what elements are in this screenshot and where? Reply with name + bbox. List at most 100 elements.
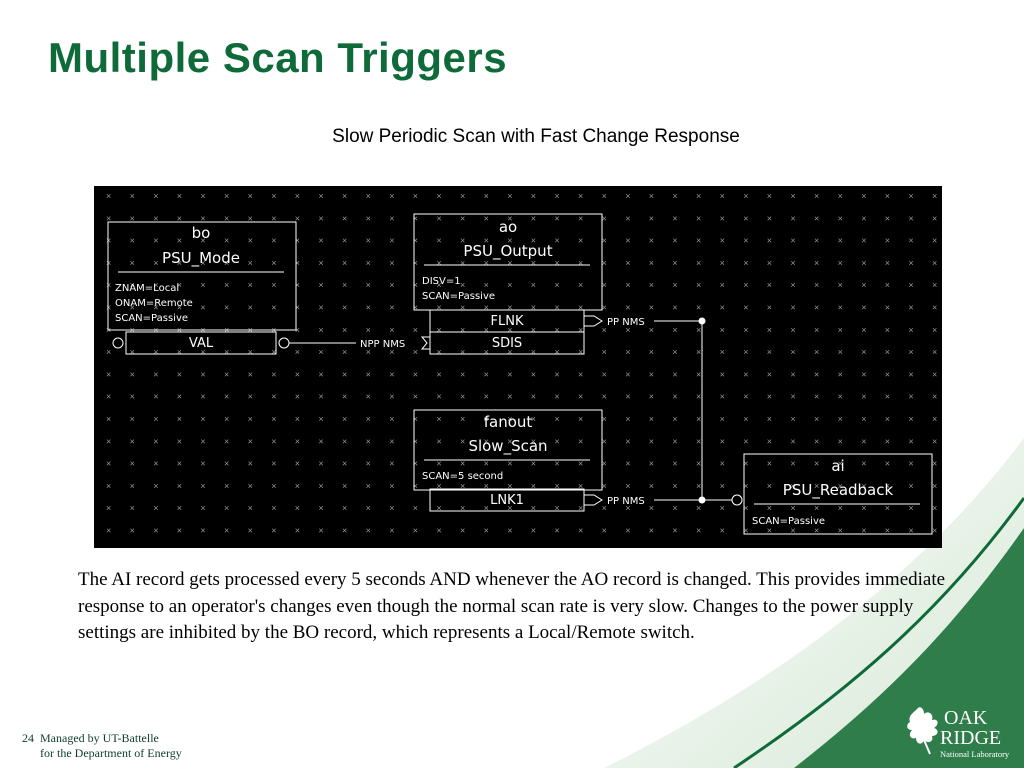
grid-dot: × xyxy=(271,481,276,491)
footer-line-1: Managed by UT-Battelle xyxy=(40,731,159,745)
grid-dot: × xyxy=(531,213,536,223)
grid-dot: × xyxy=(224,347,229,357)
grid-dot: × xyxy=(554,459,559,469)
grid-dot: × xyxy=(672,526,677,536)
grid-dot: × xyxy=(838,280,843,290)
grid-dot: × xyxy=(436,414,441,424)
grid-dot: × xyxy=(177,303,182,313)
grid-dot: × xyxy=(885,414,890,424)
grid-dot: × xyxy=(861,392,866,402)
grid-dot: × xyxy=(908,258,913,268)
grid-dot: × xyxy=(932,459,937,469)
grid-dot: × xyxy=(224,414,229,424)
grid-dot: × xyxy=(885,436,890,446)
grid-dot: × xyxy=(649,481,654,491)
grid-dot: × xyxy=(767,258,772,268)
grid-dot: × xyxy=(720,436,725,446)
grid-dot: × xyxy=(436,280,441,290)
grid-dot: × xyxy=(224,258,229,268)
grid-dot: × xyxy=(389,303,394,313)
grid-dot: × xyxy=(248,503,253,513)
grid-dot: × xyxy=(460,503,465,513)
grid-dot: × xyxy=(932,258,937,268)
grid-dot: × xyxy=(743,191,748,201)
grid-dot: × xyxy=(908,459,913,469)
logo-line-3: National Laboratory xyxy=(940,749,1010,759)
grid-dot: × xyxy=(814,369,819,379)
grid-dot: × xyxy=(200,213,205,223)
oak-leaf-icon xyxy=(907,707,938,755)
grid-dot: × xyxy=(436,526,441,536)
grid-dot: × xyxy=(885,347,890,357)
grid-dot: × xyxy=(885,236,890,246)
grid-dot: × xyxy=(271,191,276,201)
grid-dot: × xyxy=(271,526,276,536)
grid-dot: × xyxy=(554,526,559,536)
grid-dot: × xyxy=(696,392,701,402)
grid-dot: × xyxy=(720,347,725,357)
record-bo-field: SCAN=Passive xyxy=(115,313,188,324)
grid-dot: × xyxy=(790,213,795,223)
grid-dot: × xyxy=(767,436,772,446)
grid-dot: × xyxy=(130,191,135,201)
grid-dot: × xyxy=(602,481,607,491)
grid-dot: × xyxy=(814,191,819,201)
grid-dot: × xyxy=(318,280,323,290)
grid-dot: × xyxy=(861,369,866,379)
record-ai-field: SCAN=Passive xyxy=(752,516,825,527)
grid-dot: × xyxy=(153,436,158,446)
grid-dot: × xyxy=(861,213,866,223)
grid-dot: × xyxy=(106,414,111,424)
grid-dot: × xyxy=(200,459,205,469)
grid-dot: × xyxy=(672,369,677,379)
grid-dot: × xyxy=(908,436,913,446)
grid-dot: × xyxy=(743,236,748,246)
grid-dot: × xyxy=(507,191,512,201)
record-fanout[interactable]: fanout Slow_Scan SCAN=5 second LNK1 xyxy=(413,409,603,512)
grid-dot: × xyxy=(153,526,158,536)
grid-dot: × xyxy=(366,392,371,402)
grid-dot: × xyxy=(838,503,843,513)
grid-dot: × xyxy=(814,347,819,357)
grid-dot: × xyxy=(625,414,630,424)
grid-dot: × xyxy=(484,303,489,313)
grid-dot: × xyxy=(342,280,347,290)
grid-dot: × xyxy=(366,258,371,268)
slide-body-text: The AI record gets processed every 5 sec… xyxy=(78,569,946,643)
grid-dot: × xyxy=(554,236,559,246)
grid-dot: × xyxy=(767,369,772,379)
grid-dot: × xyxy=(460,236,465,246)
record-ai[interactable]: ai PSU_Readback SCAN=Passive xyxy=(731,453,933,535)
grid-dot: × xyxy=(436,213,441,223)
grid-dot: × xyxy=(342,191,347,201)
grid-dot: × xyxy=(602,191,607,201)
grid-dot: × xyxy=(885,280,890,290)
grid-dot: × xyxy=(932,213,937,223)
grid-dot: × xyxy=(106,213,111,223)
grid-dot: × xyxy=(271,459,276,469)
grid-dot: × xyxy=(625,236,630,246)
record-ao-port-sdis: SDIS xyxy=(492,336,522,351)
record-ao[interactable]: ao PSU_Output DISV=1 SCAN=Passive FLNK S… xyxy=(413,213,603,355)
grid-dot: × xyxy=(366,503,371,513)
grid-dot: × xyxy=(177,459,182,469)
grid-dot: × xyxy=(602,436,607,446)
grid-dot: × xyxy=(106,191,111,201)
grid-dot: × xyxy=(743,414,748,424)
record-ai-name: PSU_Readback xyxy=(783,481,894,500)
grid-dot: × xyxy=(720,280,725,290)
grid-dot: × xyxy=(436,303,441,313)
grid-dot: × xyxy=(814,280,819,290)
record-bo[interactable]: bo PSU_Mode ZNAM=Local ONAM=Remote SCAN=… xyxy=(107,221,297,355)
record-fanout-name: Slow_Scan xyxy=(468,437,547,456)
grid-dot: × xyxy=(861,191,866,201)
grid-dot: × xyxy=(271,280,276,290)
grid-dot: × xyxy=(696,325,701,335)
grid-dot: × xyxy=(436,392,441,402)
grid-dot: × xyxy=(696,303,701,313)
grid-dot: × xyxy=(460,436,465,446)
grid-dot: × xyxy=(720,325,725,335)
grid-dot: × xyxy=(318,481,323,491)
grid-dot: × xyxy=(130,459,135,469)
grid-dot: × xyxy=(106,258,111,268)
